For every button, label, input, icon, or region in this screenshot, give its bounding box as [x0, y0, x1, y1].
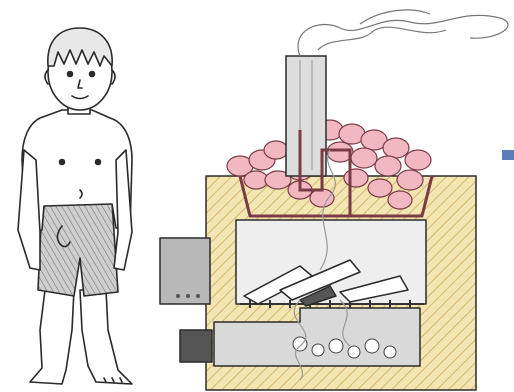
boy-shorts: [38, 202, 118, 296]
stove-ash-door: [180, 330, 212, 362]
boy-left-leg: [30, 290, 74, 384]
boy-figure: [18, 28, 132, 384]
chimney-smoke: [298, 10, 508, 56]
boy-right-leg: [80, 290, 132, 384]
boy-left-arm: [18, 150, 40, 270]
sauna-stove: [160, 176, 476, 390]
stove-fire-door: [160, 238, 210, 304]
accent-blue-mark: [502, 150, 514, 160]
